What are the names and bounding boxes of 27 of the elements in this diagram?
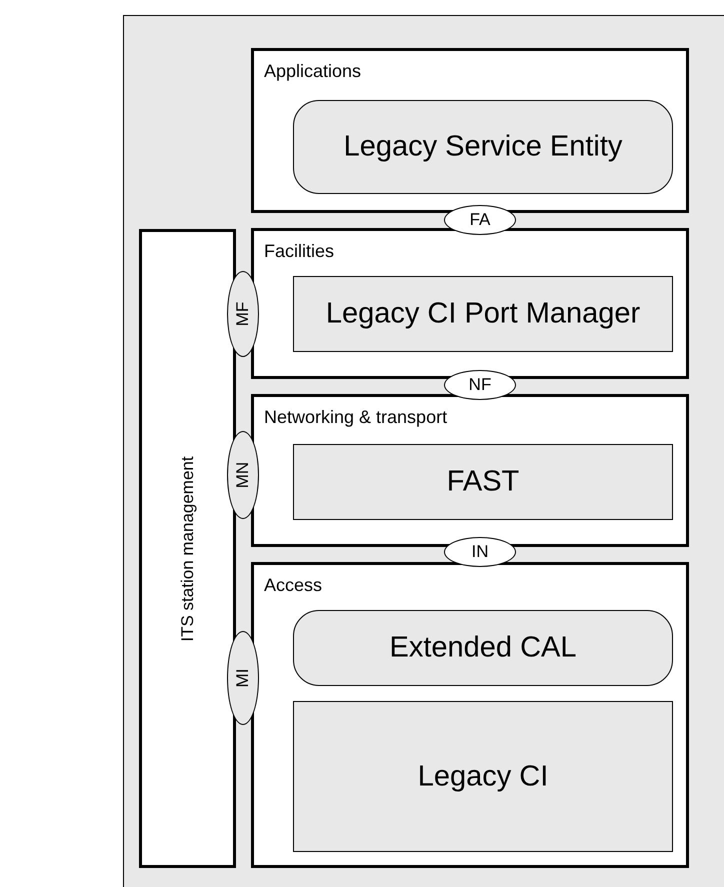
station-panel [123,15,724,887]
interface-label: IN [472,542,488,562]
layer-box [251,48,689,213]
interface-label: FA [470,210,490,230]
interface-label: NF [468,375,492,395]
interface-label: MI [233,668,253,688]
entity-label: Legacy CI Port Manager [326,298,640,330]
interface-label: MF [233,302,253,326]
layer-box [251,562,689,868]
layer-box [251,394,689,547]
entity-box [293,276,673,352]
entity-label: FAST [446,466,520,498]
interface-label: MN [233,462,253,488]
entity-label: Extended CAL [390,632,576,664]
entity-box [293,701,673,852]
layer-box [251,228,689,379]
entity-label: ITS station management [178,456,198,642]
entity-box [293,444,673,520]
entity-label: Legacy CI [418,760,548,793]
layer-title: Access [264,575,322,596]
entity-label: Legacy Service Entity [344,130,622,164]
entity-box [293,610,673,686]
layer-title: Applications [264,61,362,82]
entity-box [293,100,673,194]
layer-title: Networking & transport [264,407,448,428]
layer-title: Facilities [264,241,334,262]
management-box [139,229,236,868]
